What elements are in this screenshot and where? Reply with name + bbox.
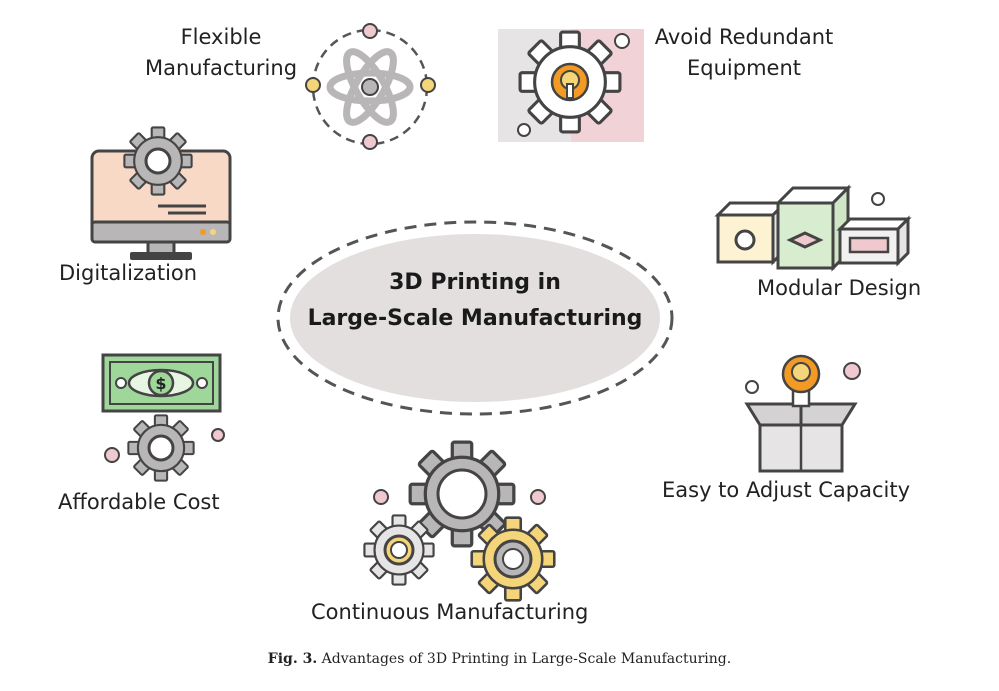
svg-text:$: $ [155,374,166,393]
box-bulb-icon [744,354,861,473]
figure-caption-text: Advantages of 3D Printing in Large-Scale… [321,651,732,667]
modular-boxes-icon [714,184,912,272]
modular-design-label: Modular Design [757,276,922,300]
avoid-redundant-equipment-line1: Avoid Redundant [654,25,834,49]
center-title-line2: Large-Scale Manufacturing [307,306,643,331]
digitalization-label: Digitalization [59,261,198,285]
figure-caption: Fig. 3. Advantages of 3D Printing in Lar… [0,651,999,667]
avoid-redundant-equipment-line2: Equipment [687,56,801,80]
money-gear-icon: $ [101,353,225,482]
figure-caption-label: Fig. 3. [267,651,318,667]
center-ellipse [290,234,660,402]
affordable-cost-label: Affordable Cost [58,490,220,514]
avoid-redundant-equipment-label: Avoid Redundant Equipment [644,22,844,84]
monitor-gear-icon [90,126,232,260]
flexible-manufacturing-line1: Flexible [180,25,262,49]
continuous-manufacturing-label: Continuous Manufacturing [311,600,589,624]
gear-bulb-icon [498,29,644,142]
center-title-line1: 3D Printing in [389,270,561,295]
atom-icon [305,23,436,150]
center-dashed-ring [276,220,674,416]
flexible-manufacturing-label: Flexible Manufacturing [138,22,304,84]
easy-to-adjust-capacity-label: Easy to Adjust Capacity [662,478,911,502]
gears-icon [363,440,556,602]
center-title: 3D Printing in Large-Scale Manufacturing [285,265,665,337]
flexible-manufacturing-line2: Manufacturing [144,56,298,80]
